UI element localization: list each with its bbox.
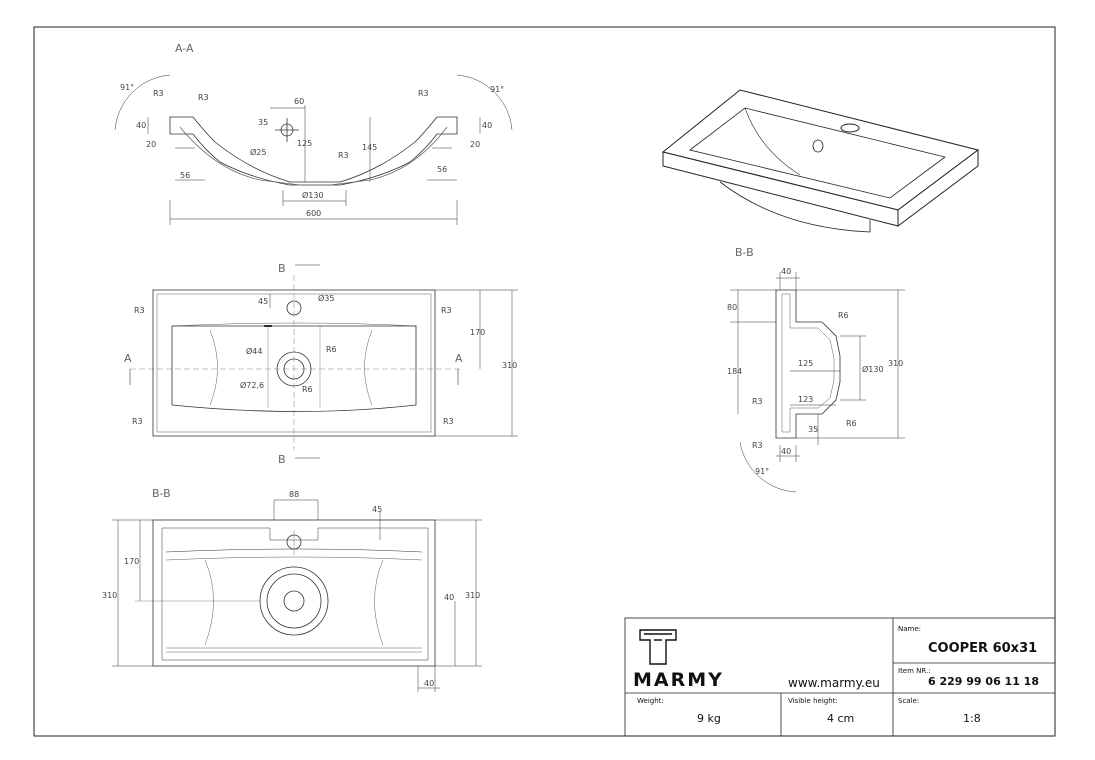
section-bb-side-view: B-B 40 80 R6 184 125 Ø130 310 123 R3 R3 … — [727, 246, 905, 493]
plan-d35: Ø35 — [318, 293, 334, 303]
section-marker-b-top: B — [278, 262, 286, 275]
aa-d25: Ø25 — [250, 147, 266, 157]
item-label: Item NR.: — [898, 667, 931, 675]
bb-side-r6-top: R6 — [838, 311, 849, 320]
visible-height-label: Visible height: — [788, 697, 838, 705]
aa-d130: Ø130 — [302, 190, 324, 200]
scale-value: 1:8 — [963, 712, 981, 725]
isometric-view — [661, 89, 980, 233]
bb-plan-h310-left: 310 — [102, 591, 117, 600]
bb-plan-h40: 40 — [444, 593, 454, 602]
aa-w20-right: 20 — [470, 140, 480, 149]
aa-r3-b: R3 — [198, 93, 209, 102]
bb-plan-w88: 88 — [289, 490, 299, 499]
bb-plan-h45: 45 — [372, 505, 382, 514]
bb-side-w123: 123 — [798, 395, 813, 404]
bb-side-d130: Ø130 — [862, 364, 884, 374]
bb-plan-h310-right: 310 — [465, 591, 480, 600]
aa-h40-left: 40 — [136, 121, 146, 130]
aa-w56-left: 56 — [180, 171, 190, 180]
name-value: COOPER 60x31 — [928, 641, 1037, 656]
section-marker-a-right: A — [455, 352, 463, 365]
aa-h35: 35 — [258, 118, 268, 127]
item-value: 6 229 99 06 11 18 — [928, 675, 1039, 688]
sheet-border — [33, 26, 1056, 737]
section-aa-view: A-A 91° 91° R3 R3 R3 R3 40 40 20 20 — [114, 42, 513, 225]
aa-w60: 60 — [294, 97, 304, 106]
aa-angle-left: 91° — [120, 83, 134, 92]
marmy-logo — [639, 629, 677, 665]
plan-h45: 45 — [258, 297, 268, 306]
plan-h310: 310 — [502, 361, 517, 370]
plan-h170: 170 — [470, 328, 485, 337]
bb-plan-w40: 40 — [424, 679, 434, 688]
aa-r3-d: R3 — [338, 151, 349, 160]
aa-angle-right: 91° — [490, 85, 504, 94]
aa-r3-c: R3 — [418, 89, 429, 98]
section-marker-a-left: A — [124, 352, 132, 365]
plan-r3-bl: R3 — [132, 417, 143, 426]
plan-view: B B A A 45 Ø35 R3 R3 R3 R3 170 310 Ø44 R… — [124, 262, 518, 466]
bb-side-r3-b: R3 — [752, 441, 763, 450]
aa-r3-a: R3 — [153, 89, 164, 98]
bb-side-r3-a: R3 — [752, 397, 763, 406]
plan-d44: Ø44 — [246, 346, 262, 356]
bb-side-w40-bot: 40 — [781, 447, 791, 456]
bb-plan-h170: 170 — [124, 557, 139, 566]
marmy-logo-text: MARMY — [633, 669, 724, 691]
bb-side-w125: 125 — [798, 359, 813, 368]
aa-h40-right: 40 — [482, 121, 492, 130]
plan-r3-tl: R3 — [134, 306, 145, 315]
website-text: www.marmy.eu — [788, 676, 880, 690]
section-marker-b-bottom: B — [278, 453, 286, 466]
section-bb-plan-view: B-B 88 45 170 310 40 310 40 — [102, 487, 482, 692]
title-block-frame — [624, 617, 1056, 737]
aa-w600: 600 — [306, 209, 321, 218]
bb-side-angle: 91° — [755, 467, 769, 476]
plan-r6-a: R6 — [326, 345, 337, 354]
aa-h145: 145 — [362, 143, 377, 152]
aa-h125: 125 — [297, 139, 312, 148]
section-aa-label: A-A — [175, 42, 194, 55]
section-bb-plan-label: B-B — [152, 487, 171, 500]
aa-w20-left: 20 — [146, 140, 156, 149]
section-bb-side-label: B-B — [735, 246, 754, 259]
bb-side-h184: 184 — [727, 367, 742, 376]
plan-d72: Ø72,6 — [240, 380, 264, 390]
bb-side-r6-bot: R6 — [846, 419, 857, 428]
scale-label: Scale: — [898, 697, 919, 705]
plan-r6-b: R6 — [302, 385, 313, 394]
weight-label: Weight: — [637, 697, 664, 705]
name-label: Name: — [898, 625, 921, 633]
bb-side-h80: 80 — [727, 303, 737, 312]
aa-w56-right: 56 — [437, 165, 447, 174]
visible-height-value: 4 cm — [827, 712, 854, 725]
bb-side-h310: 310 — [888, 359, 903, 368]
weight-value: 9 kg — [697, 712, 721, 725]
plan-r3-br: R3 — [443, 417, 454, 426]
plan-r3-tr: R3 — [441, 306, 452, 315]
bb-side-h35: 35 — [808, 425, 818, 434]
bb-side-w40-top: 40 — [781, 267, 791, 276]
